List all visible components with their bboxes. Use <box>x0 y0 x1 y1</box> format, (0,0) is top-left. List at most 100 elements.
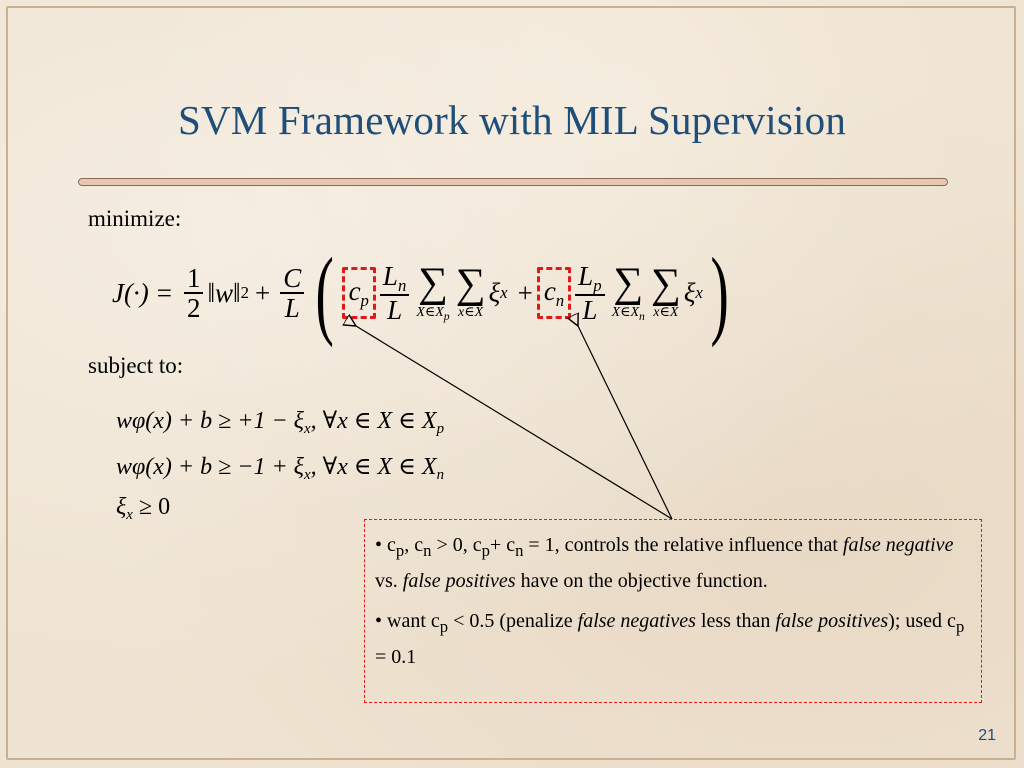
constraint-positive: wφ(x) + b ≥ +1 − ξx, ∀x ∈ X ∈ Xp <box>116 406 444 438</box>
constraint-condition-subscript: n <box>436 467 445 484</box>
ln-subscript: n <box>397 275 407 295</box>
sum-over-negative-bags: ∑ X∈Xn <box>612 259 645 323</box>
objective-equation: J(·) = 1 2 ‖w‖2 + C L ( cp Ln L ∑ X∈Xp ∑… <box>112 238 736 348</box>
note-bullet-2: • want cp < 0.5 (penalize false negative… <box>375 606 969 673</box>
l-denominator: L <box>284 292 300 323</box>
note-text: = 1, controls the relative influence tha… <box>523 534 843 556</box>
plus-sign: + <box>255 277 271 308</box>
slide-number: 21 <box>978 727 996 744</box>
lp-numerator: Lp <box>575 262 604 294</box>
sigma-symbol: ∑ <box>650 260 681 307</box>
sum-over-instances: ∑ x∈X <box>650 260 681 322</box>
note-subscript: n <box>515 541 524 560</box>
note-bullet-1: • cp, cn > 0, cp+ cn = 1, controls the r… <box>375 530 969 597</box>
cp-subscript: p <box>360 290 369 310</box>
constraint-condition: , ∀x ∈ X ∈ X <box>310 454 437 480</box>
xi-symbol: ξ <box>488 277 501 308</box>
c-numerator: C <box>283 262 302 293</box>
note-text: have on the objective function. <box>515 570 768 592</box>
sum-range-subscript: p <box>443 309 450 323</box>
constraint-lhs: wφ(x) + b ≥ −1 + ξ <box>116 454 304 480</box>
ln-over-l-fraction: Ln L <box>379 262 410 325</box>
cn-highlight: cn <box>536 266 572 320</box>
constraint-condition: , ∀x ∈ X ∈ X <box>310 408 437 434</box>
note-text: < 0.5 (penalize <box>448 610 578 632</box>
l-denominator: L <box>387 294 403 325</box>
lp-symbol: L <box>578 260 594 291</box>
minimize-label: minimize: <box>88 206 182 231</box>
sum-range: X∈Xp <box>416 304 449 323</box>
note-text: = 0.1 <box>375 646 417 668</box>
fraction-bar <box>575 294 605 296</box>
left-paren: ( <box>315 237 335 348</box>
objective-lhs: J(·) <box>112 277 149 308</box>
constraint-lhs: wφ(x) + b ≥ +1 − ξ <box>116 408 304 434</box>
note-italic: false negatives <box>577 610 696 632</box>
cn-symbol: c <box>543 275 556 306</box>
constraint-lhs-subscript: x <box>303 421 311 438</box>
note-text: less than <box>695 610 776 632</box>
ln-symbol: L <box>382 260 398 291</box>
note-subscript: p <box>955 617 965 636</box>
plus-sign: + <box>517 277 533 308</box>
constraint-lhs-subscript: x <box>303 467 311 484</box>
fraction-bar <box>183 292 204 294</box>
constraint-condition: ≥ 0 <box>132 494 171 520</box>
sum-range: x∈X <box>653 305 679 321</box>
cp-highlight: cp <box>341 266 376 320</box>
sum-over-positive-bags: ∑ X∈Xp <box>416 259 449 323</box>
equals-sign: = <box>156 277 172 308</box>
note-subscript: n <box>423 541 432 560</box>
note-text: , c <box>404 534 424 556</box>
constraint-lhs: ξ <box>116 494 127 520</box>
sigma-symbol: ∑ <box>613 259 644 306</box>
l-denominator: L <box>582 294 598 325</box>
sum-over-instances: ∑ x∈X <box>455 260 486 322</box>
xi-symbol: ξ <box>683 277 696 308</box>
sum-range: x∈X <box>458 305 484 321</box>
explanation-box: • cp, cn > 0, cp+ cn = 1, controls the r… <box>364 519 982 703</box>
fraction-bar <box>280 292 305 294</box>
note-text: • want c <box>375 610 440 632</box>
half-numerator: 1 <box>186 262 201 293</box>
sum-range-subscript: n <box>639 309 645 323</box>
fraction-bar <box>379 294 410 296</box>
norm-w: ‖w‖ <box>207 277 241 308</box>
subject-to-label: subject to: <box>88 353 184 378</box>
note-text: ); used c <box>888 610 956 632</box>
note-text: + c <box>489 534 516 556</box>
slide-frame <box>6 6 1016 760</box>
lp-subscript: p <box>593 275 602 295</box>
lp-over-l-fraction: Lp L <box>575 262 605 325</box>
note-subscript: p <box>481 541 490 560</box>
note-subscript: p <box>439 617 449 636</box>
sum-range: X∈Xn <box>612 304 645 323</box>
note-italic: false positives <box>775 610 889 632</box>
ln-numerator: Ln <box>380 262 409 294</box>
note-text: • c <box>375 534 396 556</box>
constraint-lhs-subscript: x <box>126 507 133 524</box>
note-italic: false positives <box>402 570 516 592</box>
right-paren: ) <box>710 237 729 348</box>
note-text: > 0, c <box>431 534 482 556</box>
constraint-nonnegative: ξx ≥ 0 <box>116 494 170 524</box>
cn-subscript: n <box>555 290 565 310</box>
note-text: vs. <box>375 570 403 592</box>
sigma-symbol: ∑ <box>455 260 486 307</box>
sum-range-text: X∈X <box>416 304 444 320</box>
constraint-condition-subscript: p <box>436 421 445 438</box>
note-subscript: p <box>395 541 405 560</box>
note-italic: false negative <box>842 534 954 556</box>
sigma-symbol: ∑ <box>418 259 448 306</box>
half-fraction: 1 2 <box>183 262 204 323</box>
cp-symbol: c <box>348 275 361 306</box>
xi-subscript: x <box>695 283 703 302</box>
norm-exponent: 2 <box>240 283 249 302</box>
half-denominator: 2 <box>186 292 201 323</box>
xi-subscript: x <box>500 283 508 302</box>
title-divider <box>78 178 948 186</box>
constraint-negative: wφ(x) + b ≥ −1 + ξx, ∀x ∈ X ∈ Xn <box>116 452 444 484</box>
slide-title: SVM Framework with MIL Supervision <box>177 97 847 143</box>
sum-range-text: X∈X <box>611 304 640 320</box>
c-over-l-fraction: C L <box>280 262 305 323</box>
